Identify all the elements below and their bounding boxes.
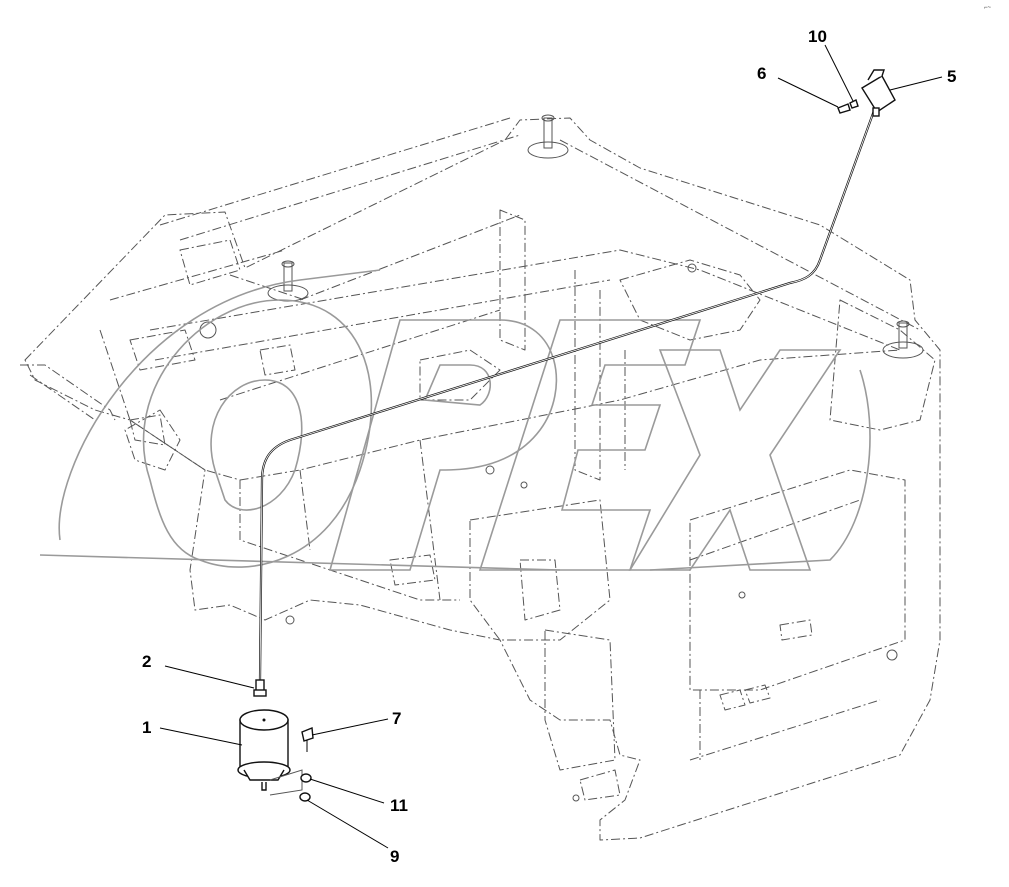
- leader-lines: [159, 44, 943, 849]
- callout-9: 9: [390, 847, 399, 866]
- hose-line: [258, 107, 877, 681]
- part-6-screw: [837, 103, 851, 114]
- opex-watermark: [39, 269, 871, 571]
- part-10-screw: [849, 99, 859, 109]
- chassis-frame: [20, 117, 941, 841]
- mount-pad-right: [882, 320, 924, 359]
- mount-pads: [267, 114, 924, 359]
- callout-1: 1: [142, 718, 151, 737]
- part-1-horn: [237, 709, 303, 796]
- part-9-nut: [299, 792, 311, 802]
- part-7-bolt: [301, 727, 314, 752]
- callout-2: 2: [142, 652, 151, 671]
- part-11-washer: [300, 773, 312, 783]
- callout-7: 7: [392, 709, 401, 728]
- part-2-fitting: [253, 679, 267, 697]
- callout-5: 5: [947, 67, 956, 86]
- corner-mark: ⌐~: [984, 5, 992, 11]
- part-5-sensor: [861, 69, 896, 117]
- mount-pad-top: [527, 114, 569, 159]
- callout-11: 11: [390, 796, 408, 815]
- callout-6: 6: [757, 64, 766, 83]
- callout-10: 10: [808, 27, 827, 46]
- callouts: 2 1 7 11 9 6 10 5: [142, 27, 956, 866]
